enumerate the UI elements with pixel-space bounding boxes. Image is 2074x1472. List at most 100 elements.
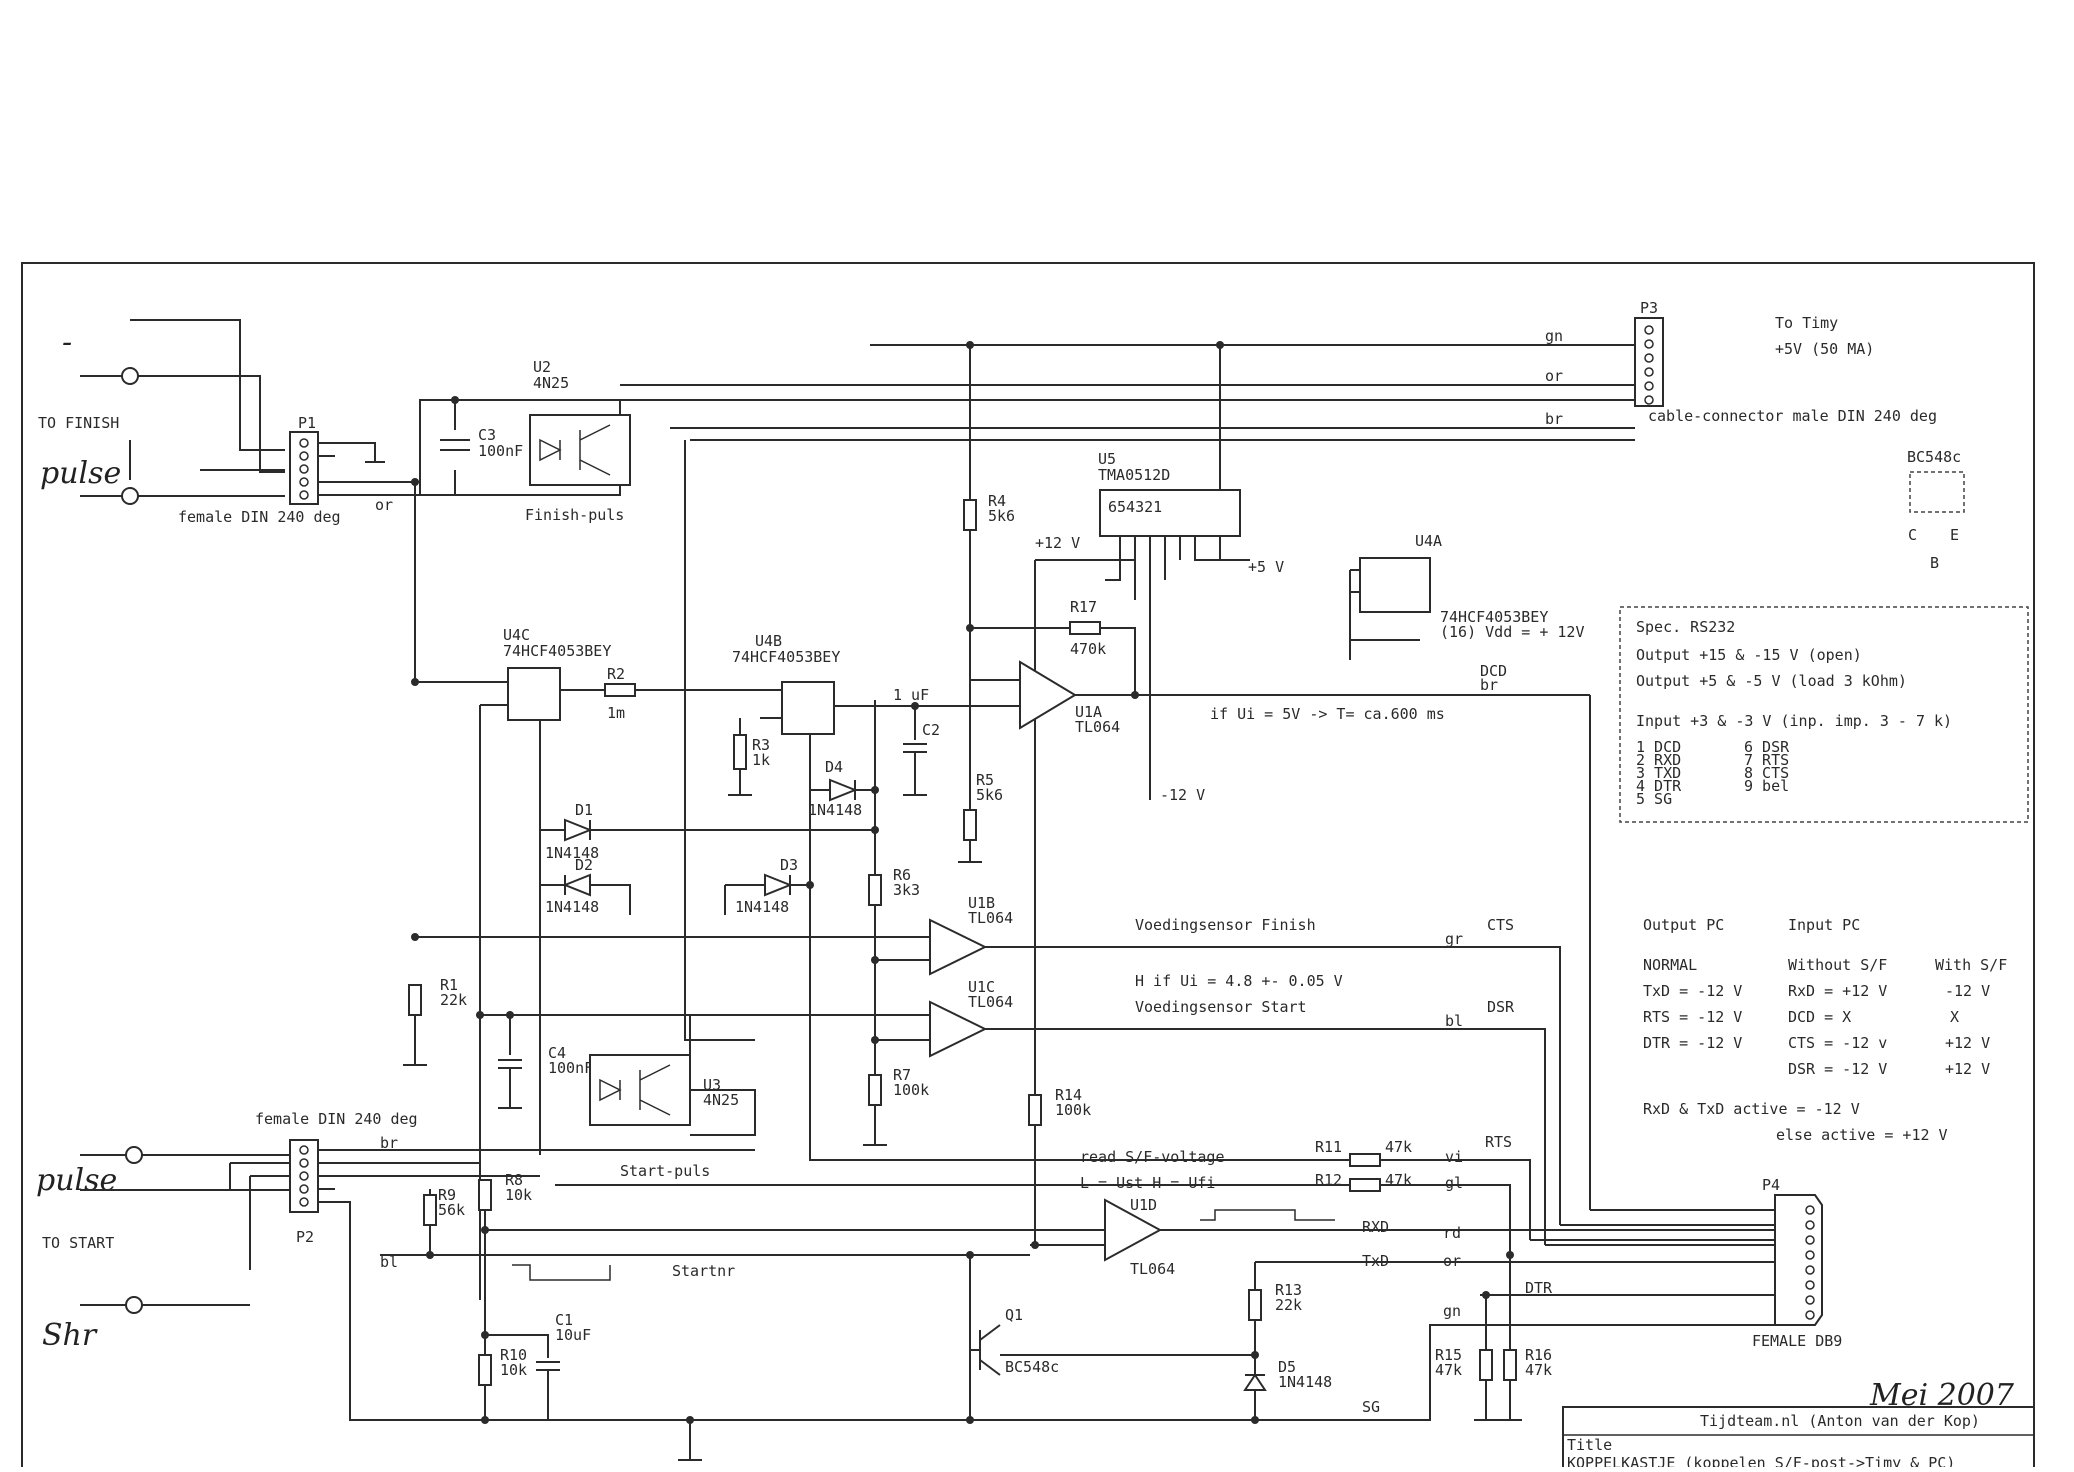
r6-ref: R6 (893, 866, 911, 884)
start-puls-label: Start-puls (620, 1162, 710, 1180)
c3-ref: C3 (478, 426, 496, 444)
r17-resistor (1069, 621, 1101, 635)
wire-gn-p3: gn (1545, 327, 1563, 345)
io-head-input: Input PC (1788, 916, 1860, 934)
finish-jack (80, 319, 285, 505)
u4c-switch (507, 667, 561, 721)
r13-value: 22k (1275, 1296, 1302, 1314)
l-ust-label: L = Ust H = Ufi (1080, 1174, 1215, 1192)
wire-sg-label: SG (1362, 1398, 1380, 1416)
r8-ref: R8 (505, 1171, 523, 1189)
c2-ref: C2 (922, 721, 940, 739)
title-text: KOPPELKASTJE (koppelen S/F-post->Timy & … (1567, 1454, 1955, 1467)
d1-diode (564, 818, 593, 842)
c4-capacitor (480, 1014, 691, 1109)
io-row4-with: +12 V (1945, 1060, 1990, 1078)
d3-diode (764, 873, 793, 897)
wire-br-p2: br (380, 1134, 398, 1152)
u3-type: 4N25 (703, 1091, 739, 1109)
r16-value: 47k (1525, 1361, 1552, 1379)
u4a-ref: U4A (1415, 532, 1442, 550)
r14-ref: R14 (1055, 1086, 1082, 1104)
c2-value: 1 uF (893, 686, 929, 704)
spec-pin-7: 7 RTS (1744, 751, 1789, 769)
io-row3-with: +12 V (1945, 1034, 1990, 1052)
c3-capacitor (440, 400, 470, 495)
d2-type: 1N4148 (545, 898, 599, 916)
wire-gn-sg: gn (1443, 1302, 1461, 1320)
u1c-opamp (929, 1000, 988, 1058)
io-else-active: else active = +12 V (1776, 1126, 1948, 1144)
u5-converter (1099, 489, 1241, 537)
r12-value: 47k (1385, 1171, 1412, 1189)
r10-resistor (478, 1354, 492, 1386)
r14-resistor (1028, 1094, 1042, 1126)
rs232-spec-box (1619, 606, 2029, 823)
c1-value: 10uF (555, 1326, 591, 1344)
u4b-type: 74HCF4053BEY (732, 648, 840, 666)
female-db9-label: FEMALE DB9 (1752, 1332, 1842, 1350)
r11-resistor (1349, 1153, 1381, 1167)
io-row3-in: CTS = -12 v (1788, 1034, 1887, 1052)
to-timy-label: To Timy (1775, 314, 1838, 332)
r15-ref: R15 (1435, 1346, 1462, 1364)
spec-line3: Input +3 & -3 V (inp. imp. 3 - 7 k) (1636, 712, 1952, 730)
r3-value: 1k (752, 751, 770, 769)
c4-value: 100nF (548, 1059, 593, 1077)
wire-vi: vi (1445, 1148, 1463, 1166)
p2-ref: P2 (296, 1228, 314, 1246)
spec-pin-1: 1 DCD (1636, 738, 1681, 756)
wire-txd-label: TxD (1362, 1252, 1389, 1270)
io-row2-with: X (1950, 1008, 1959, 1026)
bc548c-label: BC548c (1907, 448, 1961, 466)
spec-line1: Output +15 & -15 V (open) (1636, 646, 1862, 664)
p1-ref: P1 (298, 414, 316, 432)
r10-ref: R10 (500, 1346, 527, 1364)
u1c-type: TL064 (968, 993, 1013, 1011)
to-finish-label: TO FINISH (38, 414, 119, 432)
io-with: With S/F (1935, 956, 2007, 974)
wire-or-txd: or (1443, 1252, 1461, 1270)
r5-resistor (963, 809, 977, 841)
r1-value: 22k (440, 991, 467, 1009)
r13-ref: R13 (1275, 1281, 1302, 1299)
io-row1-out: TxD = -12 V (1643, 982, 1742, 1000)
wire-gr: gr (1445, 930, 1463, 948)
r6-value: 3k3 (893, 881, 920, 899)
timy-supply-label: +5V (50 MA) (1775, 340, 1874, 358)
io-row3-out: DTR = -12 V (1643, 1034, 1742, 1052)
r9-value: 56k (438, 1201, 465, 1219)
q1-type: BC548c (1005, 1358, 1059, 1376)
spec-pin-2: 2 RXD (1636, 751, 1681, 769)
spec-pin-8: 8 CTS (1744, 764, 1789, 782)
sheet-frame (21, 262, 2035, 1472)
r15-value: 47k (1435, 1361, 1462, 1379)
r8-resistor (478, 1179, 492, 1211)
d5-type: 1N4148 (1278, 1373, 1332, 1391)
c4-ref: C4 (548, 1044, 566, 1062)
u4a-switch (1359, 557, 1431, 613)
p2-female-din-label: female DIN 240 deg (255, 1110, 418, 1128)
wire-or-p3: or (1545, 367, 1563, 385)
u1b-ref: U1B (968, 894, 995, 912)
wire-dsr-label: DSR (1487, 998, 1515, 1016)
r4-value: 5k6 (988, 507, 1015, 525)
r6-resistor (868, 874, 882, 906)
spec-pin-4: 4 DTR (1636, 777, 1682, 795)
u4a-vdd: (16) Vdd = + 12V (1440, 623, 1585, 641)
bc548c-outline (1909, 471, 1965, 513)
p4-ref: P4 (1762, 1176, 1780, 1194)
r4-resistor (963, 499, 977, 531)
d4-type: 1N4148 (808, 801, 862, 819)
u1a-ref: U1A (1075, 703, 1102, 721)
r17-value: 470k (1070, 640, 1106, 658)
r10-value: 10k (500, 1361, 527, 1379)
startnr-label: Startnr (672, 1262, 735, 1280)
u1b-type: TL064 (968, 909, 1013, 927)
handwritten-dash: - (62, 325, 72, 360)
spec-title: Spec. RS232 (1636, 618, 1735, 636)
r14-value: 100k (1055, 1101, 1091, 1119)
r3-ref: R3 (752, 736, 770, 754)
